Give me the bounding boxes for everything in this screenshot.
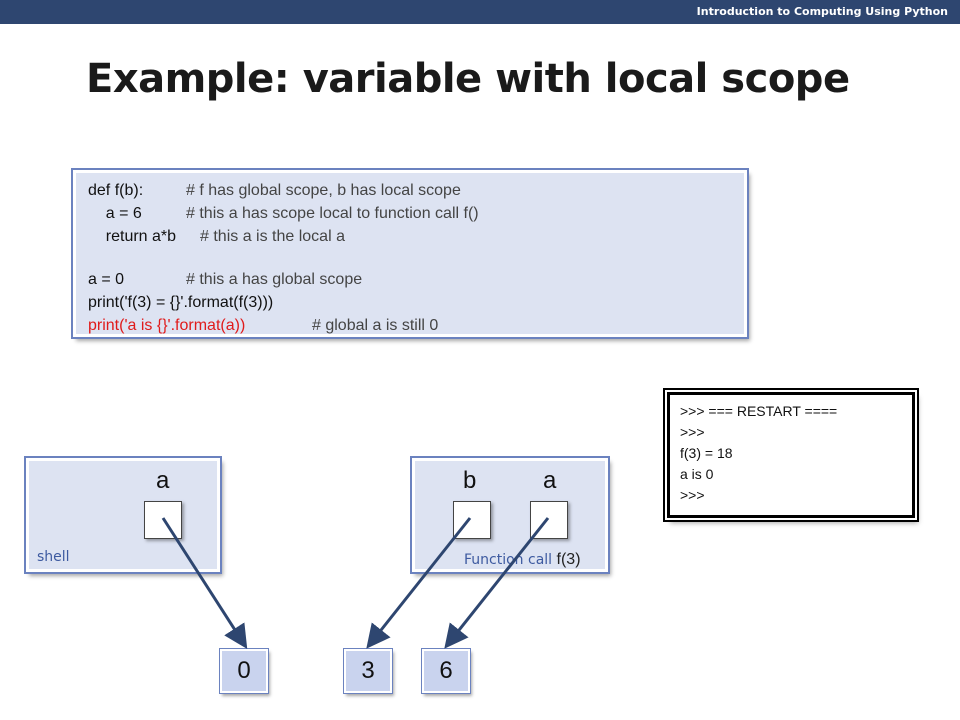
function-call-frame: b a Function call f(3) (412, 458, 608, 572)
code-line: return a*b (88, 228, 177, 245)
code-line: def f(b): (88, 182, 144, 199)
shell-output-panel: >>> === RESTART ==== >>> f(3) = 18 a is … (665, 390, 917, 520)
slide-title: Example: variable with local scope (86, 56, 850, 102)
shell-output-line: f(3) = 18 (680, 445, 733, 461)
course-title: Introduction to Computing Using Python (696, 5, 948, 18)
frame-label: shell (37, 549, 70, 565)
header-bar: Introduction to Computing Using Python (0, 0, 960, 24)
code-line: a = 0 (88, 271, 125, 288)
code-line: print('f(3) = {}'.format(f(3))) (88, 294, 274, 311)
code-comment: # this a has global scope (186, 271, 363, 288)
frame-label-call: f(3) (556, 551, 581, 568)
shell-output-line: a is 0 (680, 466, 714, 482)
shell-output-line: >>> (680, 487, 705, 503)
object-6: 6 (422, 649, 470, 693)
variable-name-a: a (543, 467, 557, 494)
frame-label-text: Function call (464, 552, 553, 568)
frame-label: Function call f(3) (464, 551, 581, 569)
shell-frame: a shell (26, 458, 220, 572)
variable-name-b: b (463, 467, 477, 494)
variable-cell-a (530, 501, 568, 539)
variable-cell-b (453, 501, 491, 539)
object-3: 3 (344, 649, 392, 693)
code-comment: # global a is still 0 (312, 317, 439, 334)
code-comment: # this a has scope local to function cal… (186, 205, 479, 222)
variable-name-a: a (156, 467, 170, 494)
shell-output-line: >>> (680, 424, 705, 440)
object-0: 0 (220, 649, 268, 693)
code-panel: def f(b): # f has global scope, b has lo… (73, 170, 747, 337)
variable-cell-a (144, 501, 182, 539)
code-line-highlighted: print('a is {}'.format(a)) (88, 317, 246, 334)
code-comment: # this a is the local a (200, 228, 345, 245)
shell-output-line: >>> === RESTART ==== (680, 403, 838, 419)
code-line: a = 6 (88, 205, 142, 222)
code-comment: # f has global scope, b has local scope (186, 182, 461, 199)
